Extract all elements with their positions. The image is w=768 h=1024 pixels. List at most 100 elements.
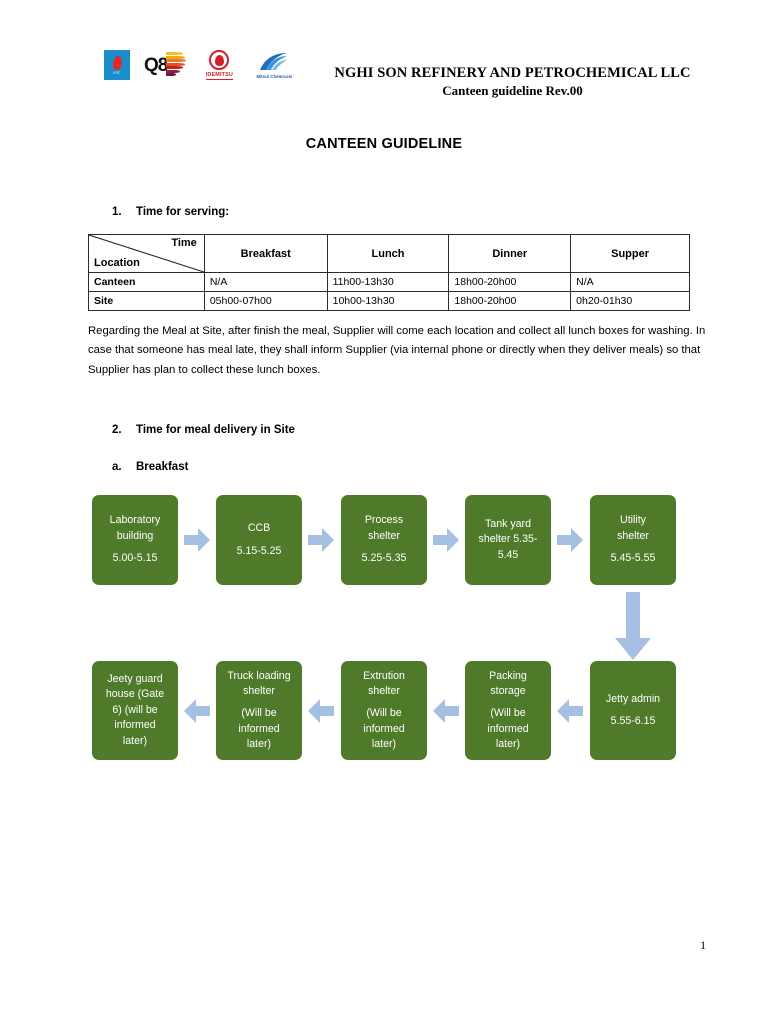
meal-collection-paragraph: Regarding the Meal at Site, after finish…: [88, 325, 706, 376]
heading-text: Time for serving:: [136, 206, 230, 218]
q8-sail-icon: [166, 52, 187, 78]
flow-box-line: 5.55-6.15: [610, 715, 656, 727]
column-header-lunch: Lunch: [326, 234, 450, 273]
flow-box-line: Laboratory: [109, 514, 161, 527]
arrow-left-icon: [433, 699, 459, 728]
cell-canteen-dinner: 18h00-20h00: [448, 272, 572, 292]
flow-box-line: shelter: [368, 684, 400, 697]
flow-box-line: informed: [487, 722, 529, 735]
flow-box-line: 5.25-5.35: [361, 552, 407, 565]
flow-box-utility-shelter[interactable]: Utility shelter 5.45-5.55: [590, 495, 676, 585]
table-corner-header: Time Location: [88, 234, 205, 273]
heading-time-for-serving: 1. Time for serving:: [112, 206, 229, 218]
flow-box-line: informed: [114, 719, 156, 732]
column-header-dinner: Dinner: [448, 234, 572, 273]
flow-box-line: Jeety guard: [107, 673, 163, 686]
header-title-block: NGHI SON REFINERY AND PETROCHEMICAL LLC …: [320, 64, 705, 100]
heading-breakfast: a.Breakfast: [112, 461, 188, 473]
flow-box-line: shelter: [243, 684, 275, 697]
arrow-right-icon: [184, 528, 210, 557]
flow-box-line: Truck loading: [227, 669, 291, 682]
arrow-left-icon: [557, 699, 583, 728]
mitsui-wave-icon: [259, 52, 289, 72]
heading-number: a.: [112, 461, 122, 473]
flow-box-line: informed: [363, 722, 405, 735]
flow-box-line: Jetty admin: [605, 692, 661, 705]
flow-box-jetty-admin[interactable]: Jetty admin 5.55-6.15: [590, 661, 676, 760]
flow-box-extrution-shelter[interactable]: Extrution shelter (Will be informed late…: [341, 661, 427, 760]
flow-box-line: (Will be: [490, 707, 526, 720]
flow-box-line: Tank yard: [485, 517, 531, 530]
table-row: Canteen N/A 11h00-13h30 18h00-20h00 N/A: [88, 272, 690, 292]
flow-box-process-shelter[interactable]: Process shelter 5.25-5.35: [341, 495, 427, 585]
flow-box-line: shelter: [617, 529, 649, 542]
flow-box-line: CCB: [247, 522, 271, 535]
flow-box-line: 5.45-5.55: [610, 552, 656, 565]
table-row: Site 05h00-07h00 10h00-13h30 18h00-20h00…: [88, 291, 690, 311]
cell-location-canteen: Canteen: [88, 272, 205, 292]
diagonal-divider-icon: [89, 235, 204, 272]
flow-box-line: later): [246, 738, 272, 751]
flow-box-tank-yard-shelter[interactable]: Tank yard shelter 5.35- 5.45: [465, 495, 551, 585]
column-header-supper: Supper: [570, 234, 690, 273]
heading-time-for-meal-delivery: 2. Time for meal delivery in Site: [112, 424, 295, 436]
cell-canteen-supper: N/A: [570, 272, 690, 292]
arrow-left-icon: [308, 699, 334, 728]
q8-logo-text: Q8: [144, 54, 168, 76]
corner-label-location: Location: [94, 257, 140, 269]
flow-box-line: Packing: [489, 669, 527, 682]
page-number: 1: [700, 940, 706, 952]
kpc-logo-text: KPC: [113, 70, 121, 75]
flow-box-line: Process: [364, 514, 404, 527]
flow-box-line: later): [122, 734, 148, 747]
flow-box-line: 5.45: [497, 548, 519, 561]
flow-box-line: (Will be: [366, 707, 402, 720]
flow-box-line: Extrution: [363, 669, 405, 682]
arrow-right-icon: [308, 528, 334, 557]
column-header-breakfast: Breakfast: [203, 234, 328, 273]
table-header-row: Time Location Breakfast Lunch Dinner Sup…: [88, 234, 690, 273]
page-header: KPC Q8 IDEMITSU: [0, 0, 768, 115]
cell-canteen-lunch: 11h00-13h30: [326, 272, 450, 292]
kuwait-petroleum-logo: KPC: [104, 50, 130, 80]
flow-box-line: 5.00-5.15: [112, 552, 158, 565]
flow-box-line: shelter 5.35-: [478, 533, 538, 546]
flow-box-line: (Will be: [241, 707, 277, 720]
flow-box-line: 6) (will be: [112, 703, 158, 716]
flow-box-line: later): [495, 738, 521, 751]
arrow-down-icon: [615, 592, 651, 665]
heading-number: 1.: [112, 206, 122, 218]
mitsui-chemicals-logo: Mitsui Chemicals: [252, 52, 296, 79]
flow-box-line: 5.15-5.25: [236, 544, 282, 557]
flow-box-packing-storage[interactable]: Packing storage (Will be informed later): [465, 661, 551, 760]
mitsui-logo-text: Mitsui Chemicals: [256, 73, 293, 79]
cell-site-dinner: 18h00-20h00: [448, 291, 572, 311]
cell-site-supper: 0h20-01h30: [570, 291, 690, 311]
flow-box-laboratory-building[interactable]: Laboratory building 5.00-5.15: [92, 495, 178, 585]
flow-box-jetty-guard-house[interactable]: Jeety guard house (Gate 6) (will be info…: [92, 661, 178, 760]
flame-icon: [111, 55, 123, 70]
flow-box-ccb[interactable]: CCB 5.15-5.25: [216, 495, 302, 585]
serving-time-table: Time Location Breakfast Lunch Dinner Sup…: [88, 234, 690, 311]
idemitsu-mark-icon: [209, 50, 230, 71]
flow-box-line: informed: [238, 722, 280, 735]
heading-number: 2.: [112, 424, 122, 436]
flow-box-line: building: [116, 529, 154, 542]
flow-box-line: storage: [490, 684, 526, 697]
logo-strip: KPC Q8 IDEMITSU: [104, 44, 296, 86]
arrow-left-icon: [184, 699, 210, 728]
page-title: CANTEEN GUIDELINE: [305, 136, 463, 152]
corner-label-time: Time: [171, 237, 197, 249]
flow-box-line: shelter: [368, 529, 400, 542]
q8-logo: Q8: [144, 49, 187, 81]
idemitsu-logo-text: IDEMITSU: [205, 72, 234, 80]
company-name: NGHI SON REFINERY AND PETROCHEMICAL LLC: [334, 65, 691, 81]
document-revision: Canteen guideline Rev.00: [442, 83, 583, 99]
flow-box-line: later): [371, 738, 397, 751]
cell-location-site: Site: [88, 291, 205, 311]
cell-site-breakfast: 05h00-07h00: [203, 291, 328, 311]
flow-box-truck-loading-shelter[interactable]: Truck loading shelter (Will be informed …: [216, 661, 302, 760]
heading-text: Time for meal delivery in Site: [136, 424, 295, 436]
cell-site-lunch: 10h00-13h30: [326, 291, 450, 311]
